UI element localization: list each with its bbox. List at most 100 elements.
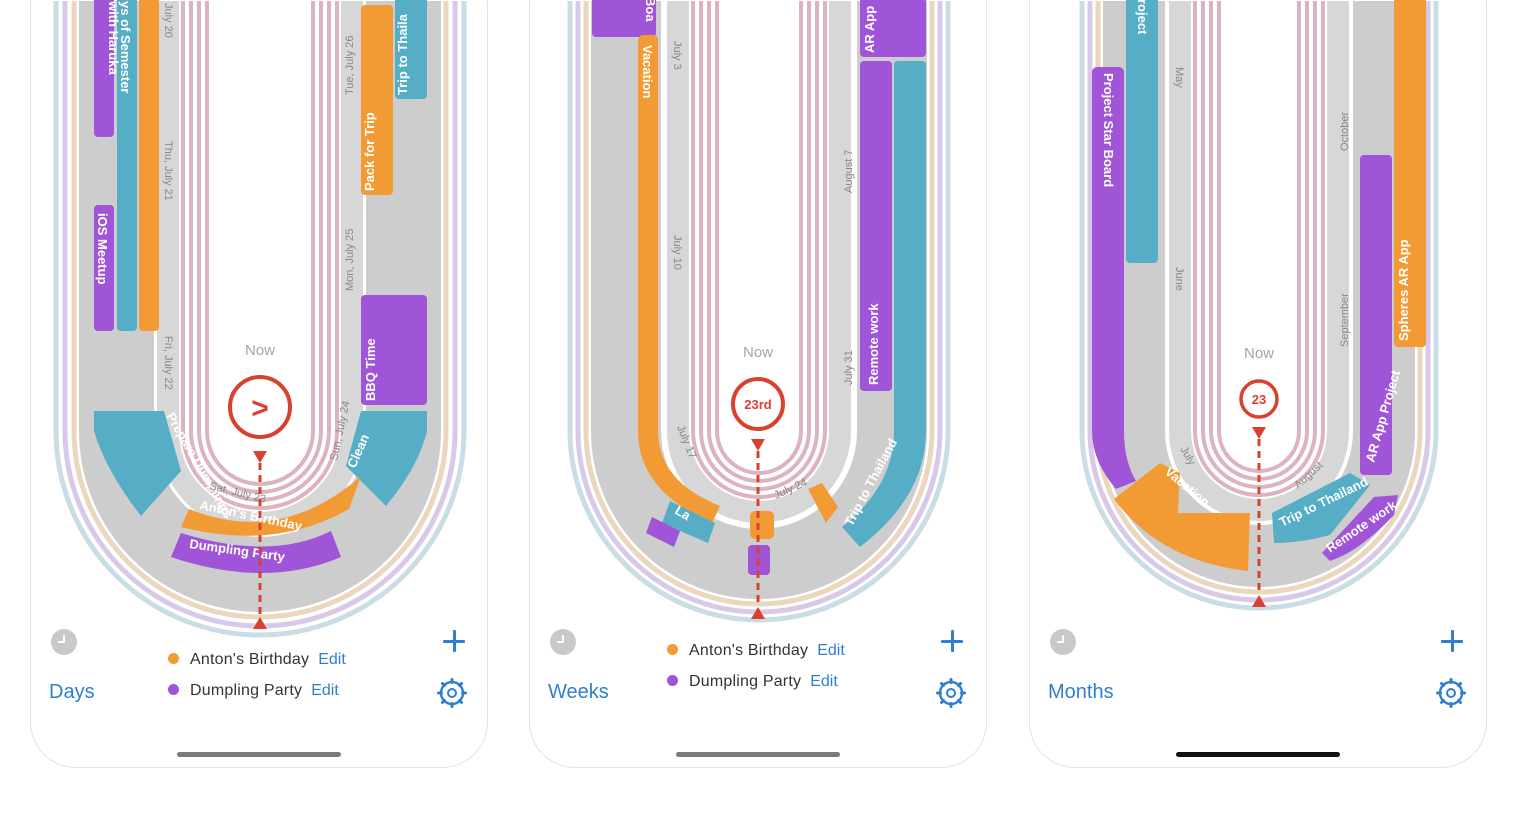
now-pointer-icon [1252,427,1266,439]
event-name: Dumpling Party [190,682,303,699]
now-marker[interactable] [228,375,292,439]
event-bar[interactable] [1126,0,1158,263]
date-label: July 3 [671,41,683,70]
date-label: July 10 [671,235,683,270]
phone-months-view: roject Project Star Board Vacation Trip … [1029,0,1487,768]
event-arc[interactable] [346,411,427,506]
event-dot [168,684,179,696]
event-label: Project Star Board [1101,73,1116,187]
event-arc[interactable] [1092,67,1136,489]
event-row: Anton's Birthday Edit [168,644,346,675]
date-label: July 31 [843,350,855,385]
now-marker[interactable] [1239,379,1279,419]
clock-icon[interactable] [550,629,576,655]
event-bar[interactable] [94,205,114,331]
event-bar[interactable] [361,295,427,405]
event-arc[interactable] [181,476,361,536]
now-pointer-icon [1252,595,1266,607]
date-label: September [1339,293,1351,347]
event-bar[interactable] [139,0,159,331]
event-bar[interactable] [1360,155,1392,475]
event-label: Boa [643,0,658,22]
edit-link[interactable]: Edit [817,642,845,659]
plus-icon[interactable] [939,628,965,654]
event-arc[interactable] [842,61,926,547]
now-label: Now [244,342,276,359]
event-bar[interactable] [750,511,774,539]
rail [691,1,827,499]
now-marker-text: > [251,392,269,425]
event-label: Pack for Trip [362,112,377,191]
edit-link[interactable]: Edit [810,673,838,690]
event-bar[interactable] [592,0,656,37]
event-bar[interactable] [94,0,114,137]
event-arc[interactable] [1114,463,1250,571]
event-label: roject [1135,0,1150,35]
now-pointer-icon [751,439,765,451]
event-arc[interactable] [1272,473,1370,543]
event-arc[interactable] [646,517,680,547]
rail [715,1,803,475]
now-marker-text: 23 [1252,392,1266,407]
rail [53,1,467,638]
event-label: iOS Meetup [95,213,110,285]
event-arc[interactable] [171,531,341,573]
now-marker-text: 23rd [744,397,772,412]
event-arc[interactable] [662,501,715,543]
event-label: Vacation [640,45,655,99]
event-bar[interactable] [860,0,926,57]
scale-button[interactable]: Months [1048,681,1114,703]
event-name: Dumpling Party [689,673,802,690]
plus-icon[interactable] [441,628,467,654]
event-arc[interactable] [638,35,720,523]
event-arc[interactable] [1322,495,1398,561]
event-label: Spheres AR App [1396,239,1411,341]
home-indicator[interactable] [676,752,840,757]
gear-icon[interactable] [1436,678,1466,708]
gear-icon[interactable] [437,678,467,708]
event-bar[interactable] [117,0,137,331]
rail [1201,1,1317,489]
event-bar[interactable] [1394,0,1426,347]
scale-button[interactable]: Weeks [548,681,609,703]
event-bar[interactable] [361,5,393,195]
event-dot [667,644,678,656]
timeline-track: roject Project Star Board Vacation Trip … [1079,0,1439,611]
now-pointer-icon [253,451,267,463]
event-bar[interactable] [860,61,892,391]
now-label: Now [1243,345,1275,362]
clock-icon[interactable] [51,629,77,655]
phone-weeks-view: Boa Vacation La Trip to Thailand Remote … [529,0,987,768]
rail [1095,1,1423,595]
date-label: Mon, July 25 [344,229,356,291]
event-arc[interactable] [808,483,838,523]
date-label: Fri, July 22 [162,336,174,390]
event-name: Anton's Birthday [190,651,310,668]
event-label: BBQ Time [363,338,378,401]
plus-icon[interactable] [1439,628,1465,654]
home-indicator[interactable] [177,752,341,757]
gear-icon[interactable] [936,678,966,708]
event-arc[interactable] [94,411,181,516]
event-name: Anton's Birthday [689,642,809,659]
now-marker[interactable] [731,377,785,431]
timeline-track: Boa Vacation La Trip to Thailand Remote … [567,0,951,623]
date-label: June [1173,267,1185,291]
home-indicator[interactable] [1176,752,1340,757]
event-label: Trip to Thaila [395,13,410,95]
event-bar[interactable] [395,0,427,99]
clock-icon[interactable] [1050,629,1076,655]
event-dot [667,675,678,687]
rail [1193,1,1325,497]
edit-link[interactable]: Edit [311,682,339,699]
event-label: AR App [862,6,877,53]
now-pointer-icon [253,617,267,629]
date-label: Tue, July 26 [344,35,356,95]
phone-days-view: with Haruka iOS Meetup ys of Semester Pr… [30,0,488,768]
date-label: August 7 [843,150,855,193]
date-label: July 20 [162,3,174,38]
edit-link[interactable]: Edit [318,651,346,668]
event-label: ys of Semester [118,1,133,94]
scale-button[interactable]: Days [49,681,95,703]
